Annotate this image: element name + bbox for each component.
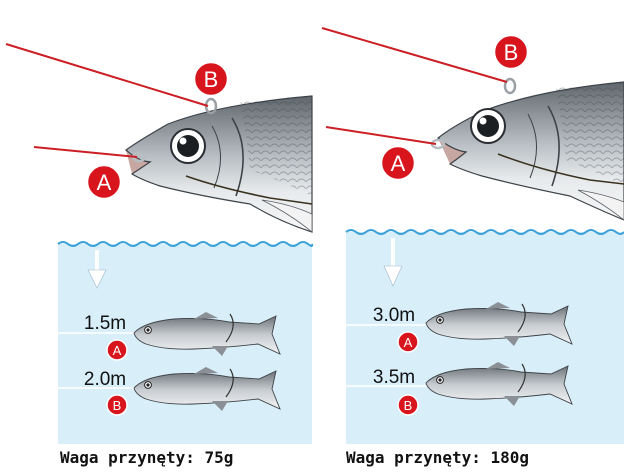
depth-marker-b-letter: B [113, 398, 122, 413]
depth-arrow [87, 250, 107, 289]
line-to-b [321, 27, 508, 83]
marker-b-letter: B [204, 67, 219, 92]
depth-level-b: 2.0m B [58, 369, 138, 416]
line-to-a [325, 126, 437, 145]
depth-marker-b-letter: B [404, 398, 413, 413]
marker-a-letter: A [391, 151, 406, 176]
water-surface [345, 229, 624, 235]
depth-marker-a-letter: A [113, 343, 122, 358]
mini-fish-b [425, 362, 573, 406]
mini-fish-a [133, 312, 281, 356]
mini-fish-b [133, 367, 281, 411]
line-to-b [5, 43, 209, 107]
depth-label-a: 3.0m [373, 305, 415, 326]
depth-label-b: 3.5m [373, 367, 415, 388]
water-surface [57, 241, 314, 247]
depth-marker-a-letter: A [404, 335, 413, 350]
marker-b: B [192, 60, 230, 98]
weight-caption-75g: Waga przynęty: 75g [60, 448, 234, 467]
depth-label-b: 2.0m [84, 369, 126, 390]
depth-level-b: 3.5m B [346, 367, 430, 416]
depth-level-a: 1.5m A [58, 313, 138, 361]
panel-right: B A 3.0m A 3.5m B [321, 27, 624, 444]
marker-a-letter: A [97, 170, 112, 195]
eyelet-b [503, 77, 517, 95]
lure-head-closeup [125, 95, 313, 233]
marker-a: A [379, 144, 417, 182]
mini-fish-a [425, 302, 573, 346]
lure-head-closeup [430, 77, 624, 221]
marker-a: A [85, 163, 123, 201]
marker-b: B [492, 33, 530, 71]
marker-b-letter: B [504, 40, 519, 65]
depth-arrow [383, 238, 403, 287]
line-to-a [33, 146, 138, 158]
depth-level-a: 3.0m A [346, 305, 430, 353]
panel-left: B A 1.5m A 2.0m B [5, 43, 314, 444]
weight-caption-180g: Waga przynęty: 180g [346, 448, 530, 467]
depth-label-a: 1.5m [84, 313, 126, 334]
